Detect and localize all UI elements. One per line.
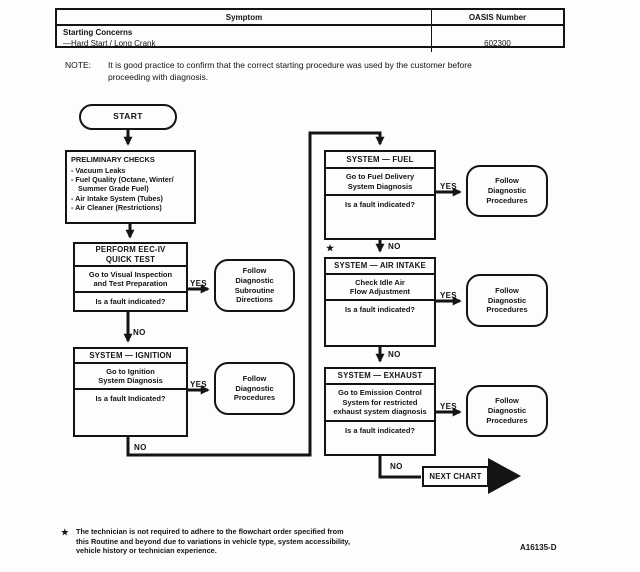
next-chart-node: NEXT CHART: [422, 466, 489, 487]
note-label: NOTE:: [65, 60, 91, 70]
label-yes-air-intake: YES: [440, 291, 457, 300]
symptom-group: Starting Concerns: [63, 28, 133, 37]
list-item: - Vacuum Leaks: [71, 165, 126, 175]
label-no-air-intake: NO: [388, 350, 401, 359]
ignition-result-node: Follow Diagnostic Procedures: [214, 362, 295, 415]
label-yes-quick-test: YES: [190, 279, 207, 288]
footnote-text: The technician is not required to adhere…: [76, 527, 350, 556]
footnote-star-icon: ★: [61, 527, 69, 537]
label-yes-fuel: YES: [440, 182, 457, 191]
symptom-cell: Starting Concerns —Hard Start / Long Cra…: [57, 26, 432, 52]
fuel-question: Is a fault indicated?: [344, 200, 415, 209]
fuel-result-node: Follow Diagnostic Procedures: [466, 165, 548, 217]
label-no-ignition: NO: [134, 443, 147, 452]
next-chart-arrow-icon: [488, 458, 521, 494]
list-item: - Fuel Quality (Octane, Winter/ Summer G…: [71, 174, 174, 194]
air-intake-action: Check Idle Air Flow Adjustment: [326, 275, 434, 301]
symptom-table-header-row: Symptom OASIS Number: [57, 10, 563, 26]
symptom-item: —Hard Start / Long Crank: [63, 38, 156, 48]
label-no-quick-test: NO: [133, 328, 146, 337]
list-item: - Air Cleaner (Restrictions): [71, 203, 162, 213]
start-node: START: [79, 104, 177, 130]
air-intake-question: Is a fault indicated?: [344, 305, 415, 314]
symptom-table-body-row: Starting Concerns —Hard Start / Long Cra…: [57, 26, 563, 52]
symptom-table: Symptom OASIS Number Starting Concerns —…: [55, 8, 565, 52]
fuel-title: SYSTEM — FUEL: [326, 152, 434, 169]
air-intake-star-icon: ★: [326, 243, 335, 253]
ignition-title: SYSTEM — IGNITION: [75, 349, 186, 364]
label-no-exhaust: NO: [390, 462, 403, 471]
exhaust-question: Is a fault indicated?: [344, 426, 415, 435]
air-intake-result-node: Follow Diagnostic Procedures: [466, 274, 548, 327]
exhaust-result-node: Follow Diagnostic Procedures: [466, 385, 548, 437]
ignition-box: SYSTEM — IGNITION Go to Ignition System …: [73, 347, 188, 437]
preliminary-checks-box: PRELIMINARY CHECKS - Vacuum Leaks- Fuel …: [65, 150, 196, 224]
air-intake-box: SYSTEM — AIR INTAKE Check Idle Air Flow …: [324, 257, 436, 347]
quick-test-question: Is a fault indicated?: [95, 297, 166, 307]
note-text: It is good practice to confirm that the …: [108, 60, 472, 82]
quick-test-result-node: Follow Diagnostic Subroutine Directions: [214, 259, 295, 312]
quick-test-title: PERFORM EEC-IV QUICK TEST: [75, 244, 186, 268]
exhaust-title: SYSTEM — EXHAUST: [326, 369, 434, 385]
fuel-action: Go to Fuel Delivery System Diagnosis: [326, 169, 434, 196]
symptom-column-header: Symptom: [57, 10, 432, 24]
document-id: A16135-D: [520, 543, 557, 552]
ignition-question: Is a fault Indicated?: [95, 394, 166, 403]
preliminary-checks-list: - Vacuum Leaks- Fuel Quality (Octane, Wi…: [71, 166, 190, 213]
oasis-column-header: OASIS Number: [468, 12, 527, 22]
oasis-number-value: 602300: [484, 38, 511, 48]
fuel-box: SYSTEM — FUEL Go to Fuel Delivery System…: [324, 150, 436, 240]
ignition-action: Go to Ignition System Diagnosis: [75, 364, 186, 390]
list-item: - Air Intake System (Tubes): [71, 193, 163, 203]
label-no-fuel: NO: [388, 242, 401, 251]
exhaust-box: SYSTEM — EXHAUST Go to Emission Control …: [324, 367, 436, 456]
quick-test-box: PERFORM EEC-IV QUICK TEST Go to Visual I…: [73, 242, 188, 312]
exhaust-action: Go to Emission Control System for restri…: [326, 385, 434, 422]
preliminary-checks-title: PRELIMINARY CHECKS: [71, 155, 155, 164]
label-yes-ignition: YES: [190, 380, 207, 389]
label-yes-exhaust: YES: [440, 402, 457, 411]
air-intake-title: SYSTEM — AIR INTAKE: [326, 259, 434, 275]
quick-test-action: Go to Visual Inspection and Test Prepara…: [75, 267, 186, 294]
